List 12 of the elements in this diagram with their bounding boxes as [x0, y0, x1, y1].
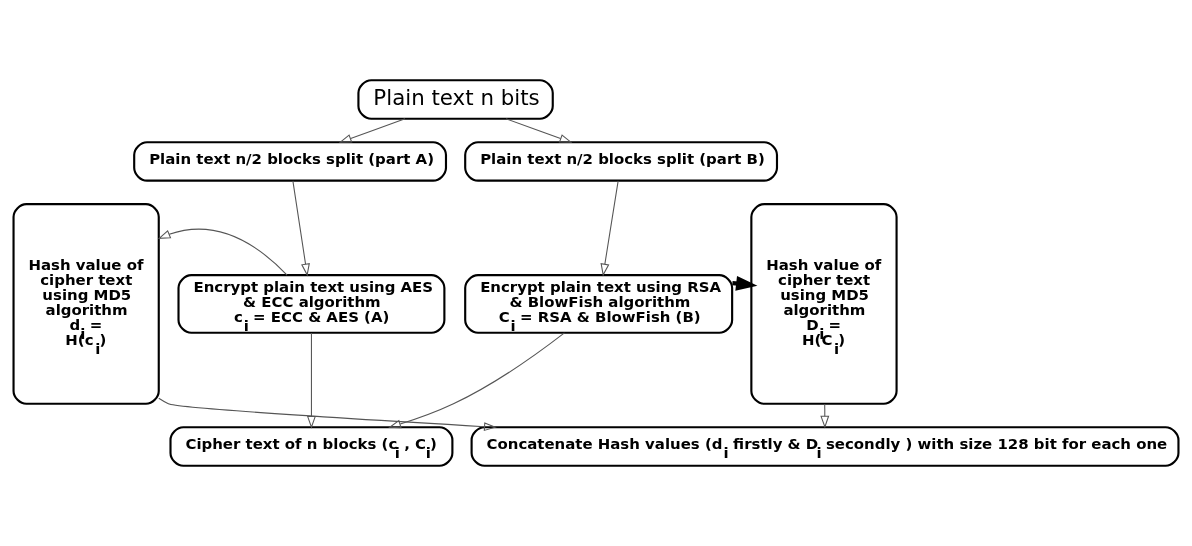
node-box: Plain text n/2 blocks split (part A) — [133, 141, 448, 182]
arrow — [388, 332, 565, 429]
arrow — [600, 180, 619, 277]
arrow — [338, 118, 406, 143]
node-box: Plain text n bits — [357, 79, 554, 120]
arrow — [820, 403, 830, 429]
arrow — [306, 332, 316, 429]
node-box: Plain text n/2 blocks split (part B) — [464, 141, 779, 182]
arrow — [157, 228, 288, 276]
arrow — [158, 397, 497, 432]
arrow — [505, 118, 573, 143]
arrow — [292, 180, 310, 277]
